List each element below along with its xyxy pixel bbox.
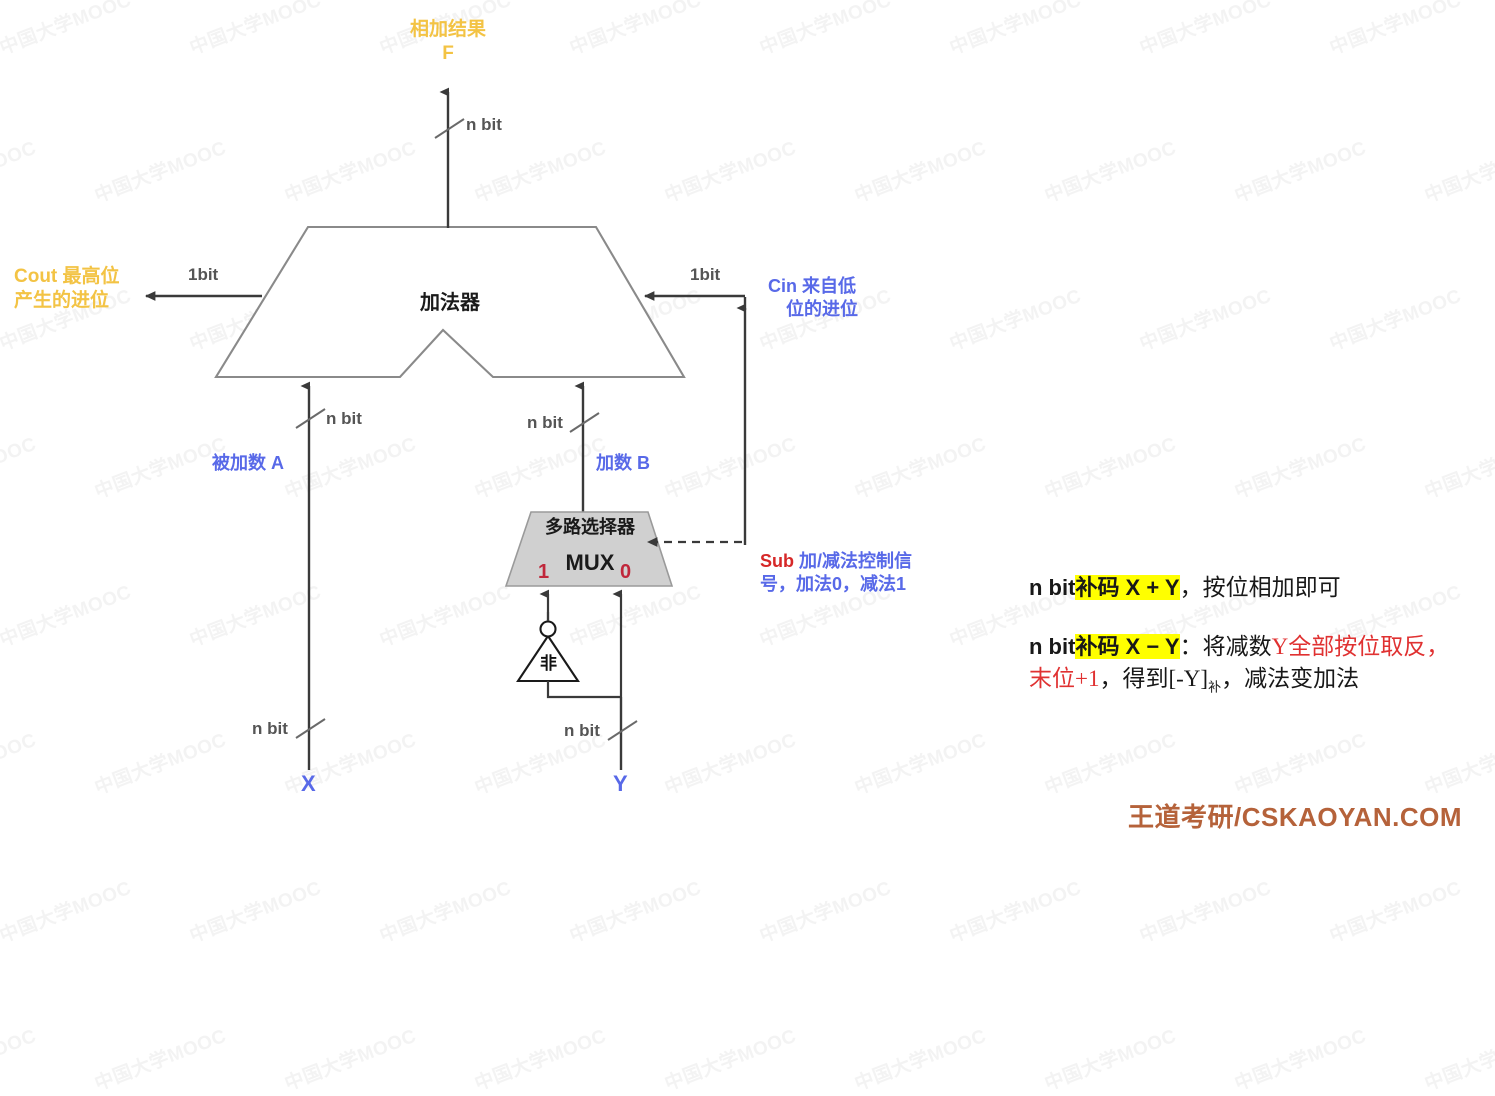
- watermark-text: 中国大学MOOC: [0, 877, 135, 948]
- explain-p2-black-1: ：将减数: [1179, 633, 1272, 659]
- operand-y-width-label: n bit: [564, 721, 600, 740]
- input-a-label: 被加数 A: [212, 453, 284, 473]
- input-b-width-label: n bit: [527, 413, 563, 432]
- operand-x-width-label: n bit: [252, 719, 288, 738]
- explain-p1-prefix: n bit: [1029, 575, 1076, 600]
- explanation-paragraph-1: n bit补码 X + Y，按位相加即可: [1029, 572, 1459, 605]
- wire-inverter-input: [546, 681, 621, 699]
- explain-p2-red-2: 按位取反，末位+1: [1029, 633, 1450, 692]
- cin-width-label: 1bit: [690, 265, 721, 284]
- adder-label: 加法器: [420, 292, 480, 314]
- output-f-label-line1: 相加结果: [409, 19, 486, 40]
- sub-signal-desc-line2: 号，加法0，减法1: [760, 574, 907, 595]
- circuit-schematic: [144, 87, 747, 770]
- watermark-text: 中国大学MOOC: [376, 877, 515, 948]
- watermark-text: 中国大学MOOC: [661, 1025, 800, 1096]
- not-gate-bubble: [539, 620, 557, 638]
- cin-label-line1: Cin 来自低: [768, 276, 856, 296]
- watermark-text: 中国大学MOOC: [756, 877, 895, 948]
- mux-shape: [504, 511, 674, 587]
- explain-p2-highlight: 补码 X − Y: [1075, 633, 1180, 659]
- watermark-text: 中国大学MOOC: [186, 877, 325, 948]
- bus-tick-b: [569, 412, 600, 433]
- cout-label: Cout 最高位 产生的进位: [14, 265, 120, 314]
- not-gate-label: 非: [540, 654, 557, 673]
- cout-label-line1: Cout 最高位: [14, 266, 120, 287]
- operand-y-label: Y: [613, 771, 628, 796]
- bus-tick-f: [434, 118, 465, 139]
- site-footer-watermark: 王道考研/CSKAOYAN.COM: [1128, 802, 1463, 832]
- explain-p2-black-2: ，得到[-Y]: [1099, 666, 1209, 692]
- watermark-text: 中国大学MOOC: [281, 1025, 420, 1096]
- watermark-text: 中国大学MOOC: [91, 1025, 230, 1096]
- input-b-label: 加数 B: [596, 453, 650, 473]
- watermark-text: 中国大学MOOC: [1326, 877, 1465, 948]
- watermark-text: 中国大学MOOC: [946, 877, 1085, 948]
- watermark-text: 中国大学MOOC: [851, 1025, 990, 1096]
- mux-label-line2: MUX: [565, 550, 615, 575]
- explain-p2-black-4: 减法变加法: [1244, 666, 1360, 692]
- explain-p2-prefix: n bit: [1029, 633, 1076, 659]
- output-f-label-line2: F: [442, 43, 454, 65]
- input-a-width-label: n bit: [326, 409, 362, 428]
- bus-tick-y: [607, 720, 638, 741]
- explanation-panel: n bit补码 X + Y，按位相加即可 n bit补码 X − Y：将减数Y全…: [1029, 572, 1459, 697]
- mux-port-one-label: 1: [538, 561, 550, 583]
- cin-label: Cin 来自低 位的进位: [768, 275, 858, 321]
- explanation-paragraph-2: n bit补码 X − Y：将减数Y全部按位取反，末位+1，得到[-Y]补，减法…: [1029, 631, 1459, 698]
- watermark-text: 中国大学MOOC: [1136, 877, 1275, 948]
- mux-port-zero-label: 0: [620, 561, 632, 583]
- cout-label-line2: 产生的进位: [14, 290, 110, 312]
- mux-label-line1: 多路选择器: [545, 517, 635, 537]
- watermark-text: 中国大学MOOC: [1231, 1025, 1370, 1096]
- watermark-text: 中国大学MOOC: [0, 1025, 40, 1096]
- watermark-text: 中国大学MOOC: [471, 1025, 610, 1096]
- explain-p2-red-1: Y全部: [1271, 633, 1335, 659]
- watermark-text: 中国大学MOOC: [1421, 1025, 1495, 1096]
- operand-x-label: X: [301, 771, 316, 796]
- explain-p1-rest: ，按位相加即可: [1179, 575, 1341, 600]
- cin-label-line2: 位的进位: [786, 299, 858, 320]
- watermark-text: 中国大学MOOC: [566, 877, 705, 948]
- sub-signal-desc-line1: 加/减法控制信: [799, 551, 913, 571]
- sub-signal-label: Sub 加/减法控制信 号，加法0，减法1: [760, 550, 912, 597]
- explain-p2-subscript: 补: [1208, 679, 1222, 695]
- bus-tick-a-upper: [295, 408, 326, 429]
- output-f-width-label: n bit: [466, 115, 502, 134]
- watermark-text: 中国大学MOOC: [1041, 1025, 1180, 1096]
- bus-tick-a-lower: [295, 718, 326, 739]
- sub-signal-name: Sub: [760, 551, 794, 571]
- explain-p2-black-3: ，: [1221, 666, 1245, 692]
- output-f-label: 相加结果 F: [404, 18, 492, 67]
- label-layer: 相加结果 F n bit Cout 最高位 产生的进位 1bit Cin 来自低…: [14, 18, 912, 796]
- adder-shape: [214, 225, 686, 379]
- cout-width-label: 1bit: [188, 265, 219, 284]
- explain-p1-highlight: 补码 X + Y: [1075, 575, 1180, 600]
